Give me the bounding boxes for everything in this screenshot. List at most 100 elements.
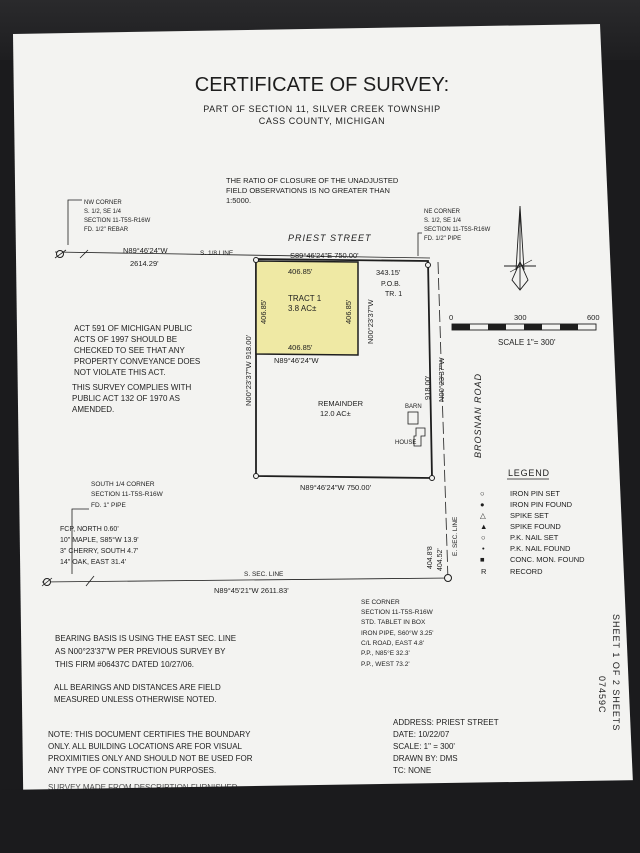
- note-line: ONLY. ALL BUILDING LOCATIONS ARE FOR VIS…: [48, 742, 243, 751]
- tract-east-bearing: N00°23'37"W: [366, 298, 375, 344]
- closure-line: FIELD OBSERVATIONS IS NO GREATER THAN: [226, 186, 390, 195]
- south-line-bearing: N89°46'24"W 750.00': [300, 483, 372, 492]
- bearing-basis-line: BEARING BASIS IS USING THE EAST SEC. LIN…: [55, 634, 236, 643]
- legend-list: ○ IRON PIN SET ● IRON PIN FOUND △ SPIKE …: [480, 489, 585, 576]
- east-dist-1: 404.8'8: [427, 546, 434, 569]
- act-line: ACT 591 OF MICHIGAN PUBLIC: [74, 324, 192, 333]
- ne-line: FD. 1/2" PIPE: [424, 236, 461, 242]
- address-line: DATE: 10/22/07: [393, 730, 450, 739]
- nw-line: S. 1/2, SE 1/4: [84, 209, 122, 215]
- legend-item: P.K. NAIL SET: [510, 533, 559, 542]
- tract-top-distance: 406.85': [288, 267, 313, 276]
- legend-item: SPIKE SET: [510, 511, 549, 520]
- paper: [13, 24, 636, 853]
- east-section-line: [437, 261, 449, 581]
- house-outline: [413, 427, 426, 447]
- ne-line: NE CORNER: [424, 209, 461, 215]
- street-label-priest: PRIEST STREET: [288, 233, 372, 243]
- south-corner-line: 3" CHERRY, SOUTH 4.7': [60, 548, 138, 555]
- act-line: CHECKED TO SEE THAT ANY: [74, 346, 186, 355]
- legend-symbol: ○: [481, 533, 486, 542]
- east-sec-line-label: E. SEC. LINE: [452, 516, 459, 556]
- ne-line: S. 1/2, SE 1/4: [424, 218, 462, 224]
- se-corner-line: STD. TABLET IN BOX: [361, 619, 426, 626]
- bearing-basis-line: AS N00°23'37"W PER PREVIOUS SURVEY BY: [55, 647, 226, 656]
- sheet-number: 07459C: [597, 676, 607, 714]
- complies-line: AMENDED.: [72, 405, 114, 414]
- pob-label: P.O.B.: [381, 281, 401, 288]
- legend-item: SPIKE FOUND: [510, 522, 561, 531]
- eighth-line-label: S. 1/8 LINE: [200, 250, 234, 257]
- complies-line: THIS SURVEY COMPLIES WITH: [72, 383, 192, 392]
- scale-text: SCALE 1"= 300': [498, 338, 556, 347]
- legend-symbol: •: [482, 544, 485, 553]
- legend-item: P.K. NAIL FOUND: [510, 544, 571, 553]
- complies-note: THIS SURVEY COMPLIES WITH PUBLIC ACT 132…: [72, 383, 192, 414]
- nw-line: SECTION 11-T5S-R16W: [84, 218, 151, 224]
- closure-line: 1:5000.: [226, 196, 251, 205]
- ne-corner-note: NE CORNER S. 1/2, SE 1/4 SECTION 11-T5S-…: [424, 209, 491, 242]
- table-surface: [0, 780, 640, 853]
- south-corner-line: SOUTH 1/4 CORNER: [91, 481, 155, 488]
- tract-1-area: [255, 260, 359, 356]
- ne-leader-line: [417, 232, 422, 256]
- pob-marker: [425, 262, 431, 268]
- sheet-label: SHEET 1 OF 2 SHEETS: [611, 614, 621, 731]
- address-line: SCALE: 1" = 300': [393, 742, 455, 751]
- se-corner-marker: [444, 574, 452, 582]
- break-mark: [79, 249, 89, 259]
- address-block: ADDRESS: PRIEST STREET DATE: 10/22/07 SC…: [393, 718, 499, 775]
- house-label: HOUSE: [395, 440, 416, 446]
- legend-symbol: △: [480, 511, 486, 520]
- break-mark: [85, 575, 95, 587]
- legend-symbol: R: [481, 567, 487, 576]
- act-line: PROPERTY CONVEYANCE DOES: [74, 357, 200, 366]
- se-corner-line: IRON PIPE, S60°W 3.25': [361, 629, 433, 637]
- scale-label-300: 300: [514, 313, 527, 322]
- scale-label-600: 600: [587, 313, 600, 322]
- legend-item: IRON PIN SET: [510, 489, 560, 498]
- top-line-bearing: S89°46'24"E 750.00': [290, 251, 359, 260]
- east-distance: 918.00': [423, 375, 432, 400]
- barn-label: BARN: [405, 404, 422, 410]
- nw-corner-note: NW CORNER S. 1/2, SE 1/4 SECTION 11-T5S-…: [84, 200, 151, 233]
- east-dist-2: 404.52': [437, 548, 444, 571]
- se-corner-line: P.P., N85°E 32.3': [361, 649, 410, 657]
- nw-leader-line: [67, 199, 82, 245]
- pob-label: TR. 1: [385, 291, 402, 298]
- ne-line: SECTION 11-T5S-R16W: [424, 227, 491, 233]
- south-corner-line: FD. 1" PIPE: [91, 502, 126, 509]
- note-line: PROXIMITIES ONLY AND SHOULD NOT BE USED …: [48, 754, 253, 763]
- complies-line: PUBLIC ACT 132 OF 1970 AS: [72, 394, 180, 403]
- south-corner-marker: [41, 577, 53, 587]
- legend-item: RECORD: [510, 567, 543, 576]
- legend-symbol: ●: [480, 500, 485, 509]
- nw-corner-marker: [54, 249, 67, 259]
- tract-name: TRACT 1: [288, 294, 322, 303]
- pob-distance: 343.15': [376, 268, 401, 277]
- tract-left-distance: 406.85': [259, 299, 268, 324]
- iron-pin-marker: [429, 475, 435, 481]
- scale-label-0: 0: [449, 313, 453, 322]
- south-corner-note: SOUTH 1/4 CORNER SECTION 11-T5S-R16W FD.…: [60, 481, 164, 566]
- address-line: DRAWN BY: DMS: [393, 754, 458, 763]
- act-line: ACTS OF 1997 SHOULD BE: [74, 335, 177, 344]
- south-corner-line: 14" OAK, EAST 31.4': [60, 559, 126, 566]
- bearing-basis-line: THIS FIRM #06437C DATED 10/27/06.: [55, 660, 194, 669]
- act-591-note: ACT 591 OF MICHIGAN PUBLIC ACTS OF 1997 …: [74, 324, 200, 377]
- se-corner-note: SE CORNER SECTION 11-T5S-R16W STD. TABLE…: [361, 599, 434, 668]
- west-line-bearing: N00°23'37"W 918.00': [244, 334, 253, 406]
- nw-line: NW CORNER: [84, 200, 122, 206]
- tract-right-distance: 406.85': [344, 299, 353, 324]
- page-title: CERTIFICATE OF SURVEY:: [195, 74, 450, 96]
- act-line: NOT VIOLATE THIS ACT.: [74, 368, 166, 377]
- disclaimer-note: NOTE: THIS DOCUMENT CERTIFIES THE BOUNDA…: [48, 730, 253, 775]
- se-corner-line: C/L ROAD, EAST 4.8': [361, 640, 424, 647]
- legend-symbol: ○: [480, 489, 485, 498]
- road-label-brosnan: BROSNAN ROAD: [473, 373, 483, 458]
- iron-pin-marker: [253, 473, 259, 479]
- legend-item: CONC. MON. FOUND: [510, 555, 585, 564]
- north-eighth-line: [54, 251, 431, 259]
- bearing-basis-note: BEARING BASIS IS USING THE EAST SEC. LIN…: [55, 634, 236, 669]
